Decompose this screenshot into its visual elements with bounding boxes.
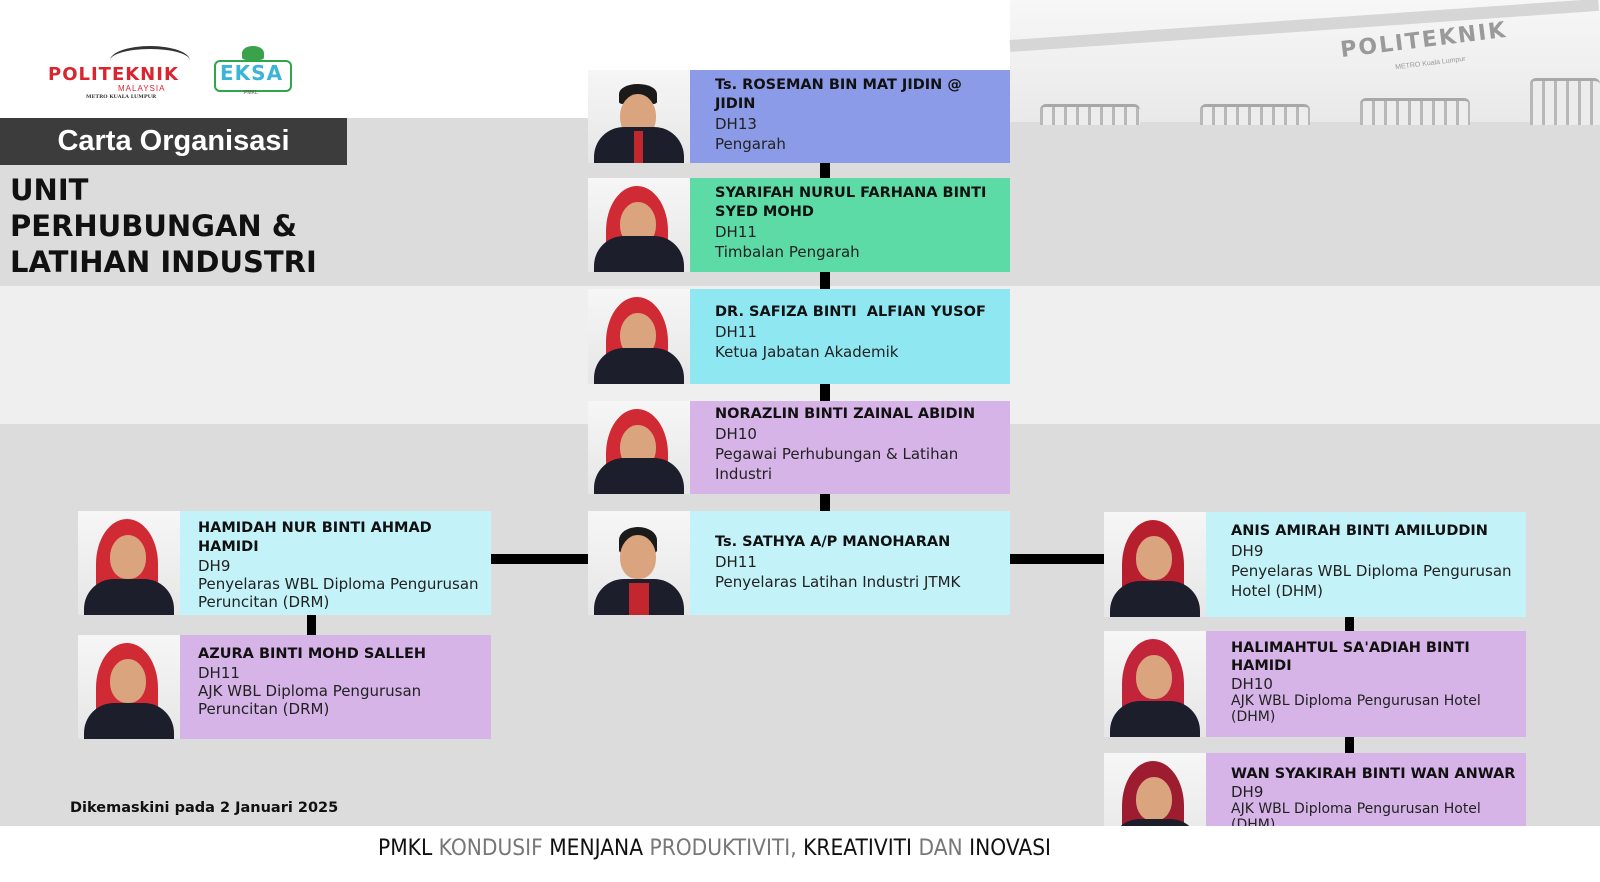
staff-card-roseman: Ts. ROSEMAN BIN MAT JIDIN @ JIDIN DH13 P… bbox=[588, 70, 1010, 163]
staff-card-azura: AZURA BINTI MOHD SALLEH DH11 AJK WBL Dip… bbox=[78, 635, 491, 739]
connector-line bbox=[490, 554, 588, 564]
staff-name: HAMIDAH NUR BINTI AHMAD HAMIDI bbox=[198, 520, 432, 555]
politeknik-logo: POLITEKNIK MALAYSIA METRO KUALA LUMPUR bbox=[48, 42, 198, 102]
staff-card-safiza: DR. SAFIZA BINTI ALFIAN YUSOF DH11 Ketua… bbox=[588, 289, 1010, 384]
connector-line bbox=[820, 494, 830, 511]
building-photo: POLITEKNIK METRO Kuala Lumpur bbox=[1009, 0, 1600, 125]
politeknik-logo-arc bbox=[110, 46, 190, 75]
staff-position: Penyelaras Latihan Industri JTMK bbox=[715, 573, 961, 591]
staff-name: HALIMAHTUL SA'ADIAH BINTI HAMIDI bbox=[1231, 640, 1470, 674]
connector-line bbox=[1010, 554, 1104, 564]
staff-photo bbox=[588, 178, 690, 272]
slogan-word: KREATIVITI bbox=[803, 836, 913, 861]
connector-line bbox=[820, 384, 830, 401]
slogan-word: INOVASI bbox=[969, 836, 1052, 861]
slogan-word: MENJANA bbox=[549, 836, 644, 861]
staff-name: NORAZLIN BINTI ZAINAL ABIDIN bbox=[715, 406, 976, 422]
slogan-word: KONDUSIF bbox=[438, 836, 543, 861]
connector-line bbox=[820, 163, 830, 178]
staff-grade: DH9 bbox=[198, 557, 231, 575]
staff-info: NORAZLIN BINTI ZAINAL ABIDIN DH10 Pegawa… bbox=[715, 401, 1005, 494]
staff-card-anis: ANIS AMIRAH BINTI AMILUDDIN DH9 Penyelar… bbox=[1104, 512, 1526, 617]
footer-slogan: PMKL KONDUSIF MENJANA PRODUKTIVITI, KREA… bbox=[378, 834, 1051, 864]
building-window bbox=[1530, 78, 1600, 125]
staff-name: AZURA BINTI MOHD SALLEH bbox=[198, 646, 427, 662]
politeknik-logo-metro: METRO KUALA LUMPUR bbox=[86, 94, 157, 100]
connector-line bbox=[307, 615, 316, 635]
eksa-logo-word: EKSA bbox=[220, 61, 284, 85]
eksa-leaf-icon bbox=[242, 46, 264, 60]
staff-position: Ketua Jabatan Akademik bbox=[715, 343, 899, 361]
staff-info: ANIS AMIRAH BINTI AMILUDDIN DH9 Penyelar… bbox=[1231, 512, 1523, 617]
staff-position: Timbalan Pengarah bbox=[715, 243, 860, 261]
staff-photo bbox=[588, 70, 690, 163]
staff-photo bbox=[588, 511, 690, 615]
connector-line bbox=[820, 272, 830, 289]
slogan-word: DAN bbox=[918, 836, 963, 861]
staff-info: HALIMAHTUL SA'ADIAH BINTI HAMIDI DH10 AJ… bbox=[1231, 631, 1523, 737]
staff-grade: DH11 bbox=[198, 664, 240, 682]
staff-photo bbox=[588, 401, 690, 494]
staff-name: DR. SAFIZA BINTI ALFIAN YUSOF bbox=[715, 304, 986, 320]
eksa-logo-sub: PMKL bbox=[244, 90, 258, 96]
staff-name: Ts. ROSEMAN BIN MAT JIDIN @ JIDIN bbox=[715, 77, 962, 112]
staff-position: Penyelaras WBL Diploma Pengurusan Perunc… bbox=[198, 575, 479, 611]
staff-card-hamidah: HAMIDAH NUR BINTI AHMAD HAMIDI DH9 Penye… bbox=[78, 511, 491, 615]
updated-date: Dikemaskini pada 2 Januari 2025 bbox=[70, 800, 339, 816]
unit-title: UNIT PERHUBUNGAN & LATIHAN INDUSTRI bbox=[10, 173, 317, 279]
building-window bbox=[1360, 98, 1470, 125]
staff-name: ANIS AMIRAH BINTI AMILUDDIN bbox=[1231, 523, 1488, 539]
staff-grade: DH11 bbox=[715, 323, 757, 341]
staff-position: AJK WBL Diploma Pengurusan Peruncitan (D… bbox=[198, 682, 422, 718]
connector-line bbox=[1345, 737, 1354, 753]
carta-organisasi-label: Carta Organisasi bbox=[0, 118, 347, 165]
slogan-word: PMKL bbox=[378, 836, 433, 861]
staff-grade: DH10 bbox=[1231, 675, 1273, 693]
staff-position: Pegawai Perhubungan & Latihan Industri bbox=[715, 445, 959, 483]
staff-grade: DH9 bbox=[1231, 542, 1264, 560]
connector-line bbox=[1345, 617, 1354, 631]
slogan-word: PRODUKTIVITI, bbox=[649, 836, 797, 861]
eksa-logo: EKSA PMKL bbox=[214, 46, 292, 96]
staff-photo bbox=[1104, 512, 1206, 617]
footer: PMKL KONDUSIF MENJANA PRODUKTIVITI, KREA… bbox=[0, 826, 1600, 882]
staff-name: Ts. SATHYA A/P MANOHARAN bbox=[715, 534, 951, 550]
staff-photo bbox=[1104, 631, 1206, 737]
politeknik-logo-word: POLITEKNIK bbox=[48, 64, 179, 85]
staff-grade: DH13 bbox=[715, 115, 757, 133]
staff-card-norazlin: NORAZLIN BINTI ZAINAL ABIDIN DH10 Pegawa… bbox=[588, 401, 1010, 494]
staff-name: SYARIFAH NURUL FARHANA BINTI SYED MOHD bbox=[715, 185, 987, 220]
staff-photo bbox=[588, 289, 690, 384]
staff-grade: DH9 bbox=[1231, 783, 1264, 801]
building-roof bbox=[1009, 0, 1599, 52]
staff-info: SYARIFAH NURUL FARHANA BINTI SYED MOHD D… bbox=[715, 178, 1005, 272]
staff-card-halimahtul: HALIMAHTUL SA'ADIAH BINTI HAMIDI DH10 AJ… bbox=[1104, 631, 1526, 737]
staff-grade: DH11 bbox=[715, 553, 757, 571]
staff-position: Penyelaras WBL Diploma Pengurusan Hotel … bbox=[1231, 562, 1512, 600]
eksa-logo-box bbox=[214, 60, 292, 92]
building-window bbox=[1200, 104, 1310, 125]
staff-info: Ts. SATHYA A/P MANOHARAN DH11 Penyelaras… bbox=[715, 511, 1005, 615]
staff-grade: DH11 bbox=[715, 223, 757, 241]
staff-position: AJK WBL Diploma Pengurusan Hotel (DHM) bbox=[1231, 693, 1481, 725]
politeknik-logo-malaysia: MALAYSIA bbox=[118, 84, 166, 93]
staff-card-syarifah: SYARIFAH NURUL FARHANA BINTI SYED MOHD D… bbox=[588, 178, 1010, 272]
staff-name: WAN SYAKIRAH BINTI WAN ANWAR bbox=[1231, 766, 1516, 782]
staff-position: Pengarah bbox=[715, 135, 786, 153]
staff-info: DR. SAFIZA BINTI ALFIAN YUSOF DH11 Ketua… bbox=[715, 289, 1005, 384]
staff-grade: DH10 bbox=[715, 425, 757, 443]
staff-info: Ts. ROSEMAN BIN MAT JIDIN @ JIDIN DH13 P… bbox=[715, 70, 1005, 163]
staff-info: HAMIDAH NUR BINTI AHMAD HAMIDI DH9 Penye… bbox=[198, 511, 486, 615]
building-sign-sub: METRO Kuala Lumpur bbox=[1394, 55, 1466, 72]
staff-photo bbox=[78, 635, 180, 739]
staff-card-sathya: Ts. SATHYA A/P MANOHARAN DH11 Penyelaras… bbox=[588, 511, 1010, 615]
staff-info: AZURA BINTI MOHD SALLEH DH11 AJK WBL Dip… bbox=[198, 635, 486, 739]
building-window bbox=[1040, 104, 1140, 125]
staff-photo bbox=[78, 511, 180, 615]
